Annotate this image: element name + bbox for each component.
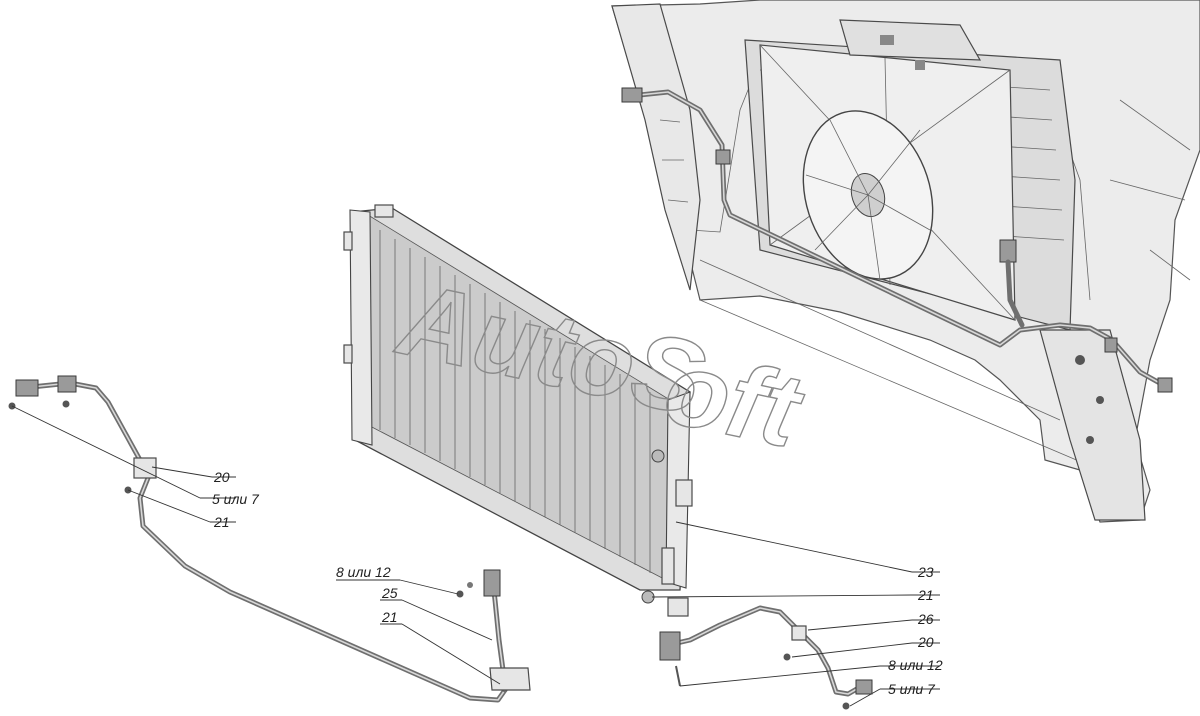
condenser-23	[343, 204, 693, 617]
callout-labels: 20 5 или 7 21 8 или 12 25 21 23 21 26 20…	[212, 469, 943, 697]
installed-ac-pipe	[621, 87, 1173, 393]
callout-20-left: 20	[213, 469, 230, 485]
pipe-26	[659, 605, 873, 710]
callout-21-left: 21	[213, 514, 230, 530]
callout-25: 25	[381, 585, 398, 601]
leader-lines	[11, 405, 940, 707]
callout-21-right: 21	[917, 587, 934, 603]
callout-8-or-12-middle: 8 или 12	[336, 564, 391, 580]
callout-26: 26	[917, 611, 934, 627]
callout-8-or-12-right: 8 или 12	[888, 657, 943, 673]
callout-23: 23	[917, 564, 934, 580]
callout-20-right: 20	[917, 634, 934, 650]
pipe-25	[456, 569, 531, 693]
callout-5-or-7-right: 5 или 7	[888, 681, 936, 697]
callout-21-middle: 21	[381, 609, 398, 625]
front-end-module	[611, 0, 1200, 523]
callout-5-or-7-left: 5 или 7	[212, 491, 260, 507]
watermark-line-2: oft	[655, 329, 813, 471]
pipe-20-left	[8, 375, 508, 703]
